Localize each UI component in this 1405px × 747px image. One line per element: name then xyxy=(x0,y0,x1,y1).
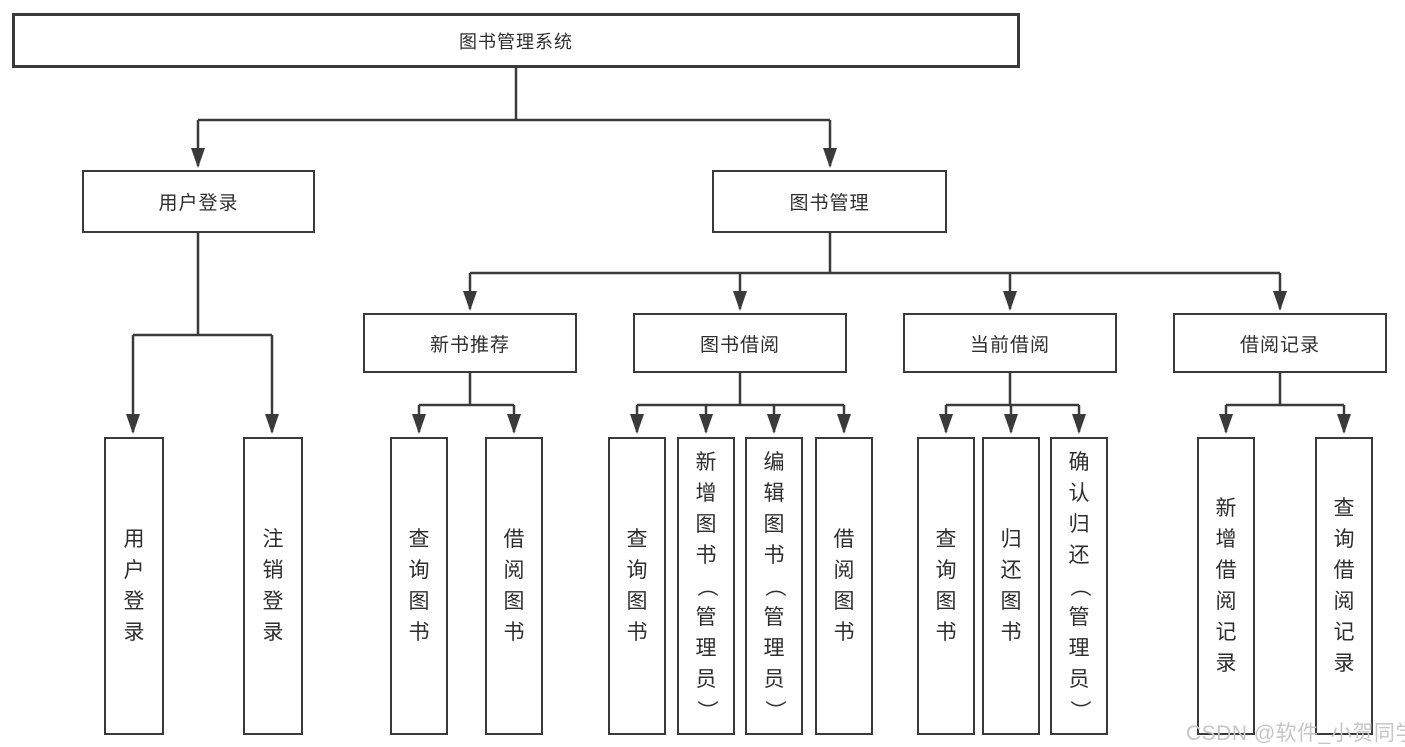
node-label: 注销登录 xyxy=(262,528,284,644)
csdn-watermark: CSDN @软件_小贺同学 xyxy=(1186,722,1405,745)
leaf-add-borrow-record: 新增借阅记录 xyxy=(1197,437,1255,735)
leaf-query-books-2: 查询图书 xyxy=(608,437,666,735)
leaf-borrow-books-1: 借阅图书 xyxy=(485,437,543,735)
leaf-user-login-action: 用户登录 xyxy=(104,437,164,735)
node-label: 新增借阅记录 xyxy=(1215,497,1237,675)
node-root-library-system: 图书管理系统 xyxy=(12,13,1020,68)
node-label: 新书推荐 xyxy=(429,334,510,356)
node-label: 归还图书 xyxy=(1000,528,1022,644)
node-book-borrow: 图书借阅 xyxy=(633,313,847,373)
node-label: 查询图书 xyxy=(935,528,957,644)
node-label: 编辑图书（管理员） xyxy=(762,450,786,721)
leaf-return-books: 归还图书 xyxy=(982,437,1040,735)
node-user-login: 用户登录 xyxy=(82,170,315,233)
node-label: 查询图书 xyxy=(626,528,648,644)
node-label: 借阅图书 xyxy=(503,528,525,644)
leaf-borrow-books-2: 借阅图书 xyxy=(815,437,873,735)
node-current-borrow: 当前借阅 xyxy=(903,313,1117,373)
leaf-query-books-1: 查询图书 xyxy=(390,437,448,735)
node-new-book-recommend: 新书推荐 xyxy=(363,313,577,373)
node-label: 确认归还（管理员） xyxy=(1067,450,1091,721)
leaf-add-books-admin: 新增图书（管理员） xyxy=(677,437,735,735)
node-label: 图书借阅 xyxy=(699,334,780,356)
node-label: 用户登录 xyxy=(158,193,239,214)
node-label: 借阅图书 xyxy=(833,528,855,644)
leaf-confirm-return-admin: 确认归还（管理员） xyxy=(1050,437,1108,735)
leaf-query-borrow-record: 查询借阅记录 xyxy=(1315,437,1373,735)
leaf-query-books-3: 查询图书 xyxy=(917,437,975,735)
node-book-management: 图书管理 xyxy=(712,170,947,233)
node-label: 查询图书 xyxy=(408,528,430,644)
node-label: 借阅记录 xyxy=(1239,334,1320,356)
node-borrow-records: 借阅记录 xyxy=(1173,313,1387,373)
node-label: 图书管理系统 xyxy=(459,31,573,52)
node-label: 查询借阅记录 xyxy=(1333,497,1355,675)
node-label: 用户登录 xyxy=(123,528,145,644)
node-label: 新增图书（管理员） xyxy=(694,450,718,721)
leaf-edit-books-admin: 编辑图书（管理员） xyxy=(745,437,803,735)
leaf-logout: 注销登录 xyxy=(243,437,303,735)
node-label: 图书管理 xyxy=(789,193,870,214)
node-label: 当前借阅 xyxy=(969,334,1050,356)
